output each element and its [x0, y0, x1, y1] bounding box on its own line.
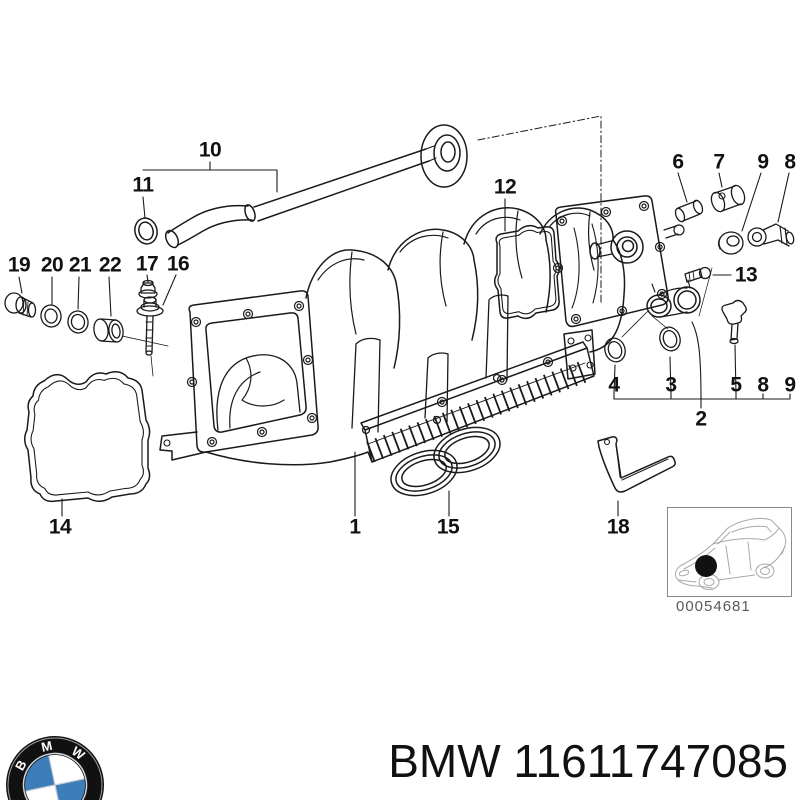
callout-22[interactable]: 22 [98, 253, 122, 277]
exploded-diagram [4, 115, 795, 517]
callout-10[interactable]: 10 [198, 138, 222, 162]
elbow-fitting-8 [747, 223, 795, 247]
callout-21[interactable]: 21 [68, 253, 92, 277]
bushing-22 [93, 318, 124, 343]
callout-7[interactable]: 7 [713, 150, 725, 174]
leader-lines [18, 115, 791, 517]
intake-manifold-drawing [159, 207, 626, 466]
bmw-logo: B M W [6, 736, 104, 800]
part-number-title: BMW 11611747085 [388, 735, 788, 787]
callout-17[interactable]: 17 [135, 252, 159, 276]
o-ring-20 [40, 304, 62, 328]
callout-11[interactable]: 11 [132, 173, 154, 197]
double-port-gasket-15 [390, 426, 501, 497]
grommet-9 [717, 231, 744, 255]
callout-13[interactable]: 13 [734, 263, 758, 287]
callout-19[interactable]: 19 [7, 253, 31, 277]
callout-9-top[interactable]: 9 [757, 150, 769, 174]
washer-bolt-16 [136, 296, 164, 356]
small-parts-right [604, 184, 795, 363]
callout-6[interactable]: 6 [672, 150, 684, 174]
sleeve-6 [674, 199, 704, 223]
screw-plug-19 [4, 292, 37, 318]
vent-pipe-drawing [134, 124, 468, 249]
cover-gasket-14 [24, 371, 151, 503]
bolt-13 [684, 266, 712, 283]
bushing-7 [710, 184, 746, 213]
small-parts-left [4, 279, 164, 356]
o-ring-4 [604, 337, 626, 363]
cover-plate-drawing [552, 195, 701, 328]
support-bracket-18 [597, 436, 676, 493]
callout-18[interactable]: 18 [606, 515, 630, 539]
callout-4[interactable]: 4 [608, 373, 620, 397]
o-ring-21 [67, 310, 89, 334]
callout-8-top[interactable]: 8 [784, 150, 796, 174]
cover-plate-gasket-12 [494, 224, 560, 320]
flange-nut-17 [138, 279, 158, 299]
sensor-5 [721, 299, 747, 345]
o-ring-11 [134, 217, 158, 245]
callout-8-bottom[interactable]: 8 [757, 373, 769, 397]
callout-12[interactable]: 12 [493, 175, 517, 199]
logo-quadrant-blue [25, 755, 55, 792]
diagram-code: 00054681 [676, 598, 751, 615]
callout-9-bottom[interactable]: 9 [784, 373, 796, 397]
car-silhouette-icon [675, 517, 787, 590]
logo-letter: M [40, 738, 54, 755]
callout-20[interactable]: 20 [40, 253, 64, 277]
callout-16[interactable]: 16 [166, 252, 190, 276]
callout-3[interactable]: 3 [665, 373, 677, 397]
twin-port-connector [646, 279, 701, 318]
location-dot [695, 555, 717, 577]
callout-15[interactable]: 15 [436, 515, 460, 539]
o-ring-3 [659, 326, 681, 352]
callout-5[interactable]: 5 [730, 373, 742, 397]
callout-1[interactable]: 1 [349, 515, 361, 539]
callout-2[interactable]: 2 [695, 407, 707, 431]
thumbnail-box[interactable] [667, 507, 792, 597]
callout-14[interactable]: 14 [48, 515, 72, 539]
